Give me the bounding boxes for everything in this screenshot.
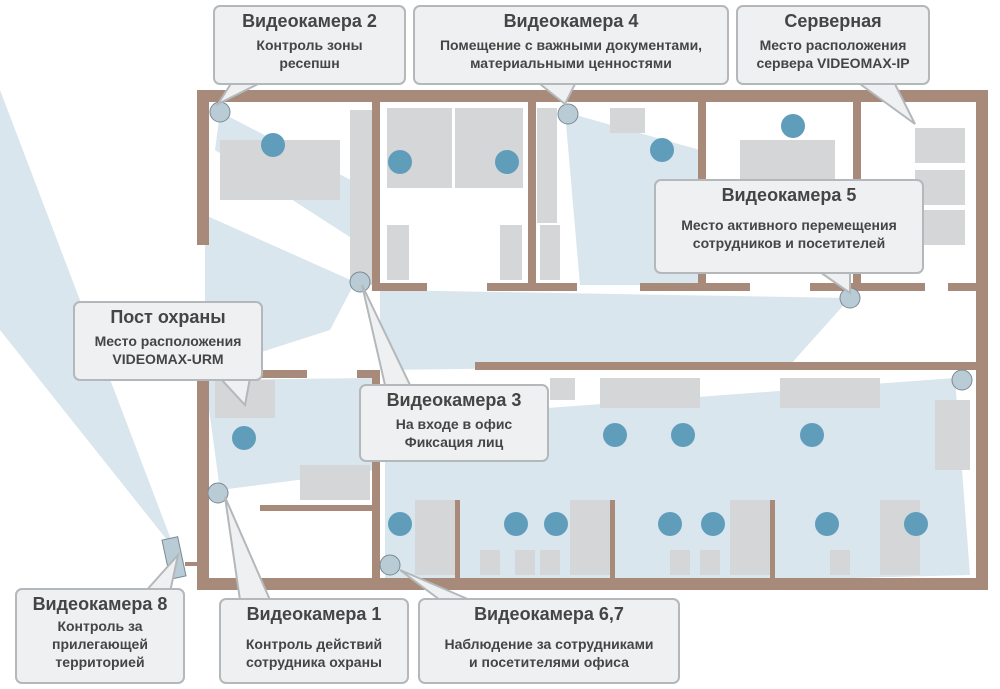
callout-guard-post: Пост охраны Место расположения VIDEOMAX-…: [73, 301, 263, 381]
callout-server-room: Серверная Место расположения сервера VID…: [736, 5, 930, 85]
callout-pointers: [142, 80, 916, 601]
callout-line: и посетителями офиса: [469, 654, 629, 670]
callout-camera-4: Видеокамера 4 Помещение с важными докуме…: [413, 5, 729, 85]
callout-title: Видеокамера 3: [386, 390, 522, 410]
callout-line: Место расположения: [94, 333, 242, 349]
callout-line: материальными ценностями: [470, 55, 672, 71]
callout-title: Видеокамера 8: [32, 594, 168, 614]
callout-line: сотрудников и посетителей: [692, 235, 886, 251]
callout-title: Видеокамера 4: [503, 11, 639, 31]
callout-title: Видеокамера 6,7: [474, 604, 624, 624]
callout-camera-2: Видеокамера 2 Контроль зоны ресепшн: [213, 5, 406, 85]
callout-line: территорией: [55, 654, 145, 670]
callout-title: Пост охраны: [110, 307, 226, 327]
callout-line: Контроль за: [57, 618, 143, 634]
callout-title: Видеокамера 5: [721, 185, 857, 205]
callout-line: На входе в офис: [395, 416, 513, 432]
callout-camera-3: Видеокамера 3 На входе в офис Фиксация л…: [359, 384, 549, 462]
chairs: [232, 114, 928, 536]
callout-line: Фиксация лиц: [404, 434, 504, 450]
callout-line: сервера VIDEOMAX-IP: [756, 55, 910, 71]
callout-line: ресепшн: [279, 55, 340, 71]
callout-line: VIDEOMAX-URM: [112, 351, 224, 367]
callout-camera-6-7: Видеокамера 6,7 Наблюдение за сотрудника…: [418, 598, 680, 684]
callout-camera-1: Видеокамера 1 Контроль действий сотрудни…: [219, 598, 409, 684]
callout-line: Наблюдение за сотрудниками: [444, 636, 654, 652]
callout-camera-8: Видеокамера 8 Контроль за прилегающей те…: [15, 588, 185, 684]
callout-line: Контроль зоны: [256, 37, 363, 53]
callout-title: Видеокамера 2: [242, 11, 377, 31]
callout-line: прилегающей: [52, 636, 148, 652]
callout-line: Контроль действий: [245, 636, 383, 652]
callout-title: Серверная: [784, 11, 882, 31]
callout-line: Помещение с важными документами,: [439, 37, 703, 53]
callout-camera-5: Видеокамера 5 Место активного перемещени…: [654, 179, 924, 274]
callout-line: Место активного перемещения: [681, 217, 897, 233]
callout-line: сотрудника охраны: [245, 654, 383, 670]
callout-line: Место расположения: [759, 37, 907, 53]
callout-title: Видеокамера 1: [246, 604, 382, 624]
